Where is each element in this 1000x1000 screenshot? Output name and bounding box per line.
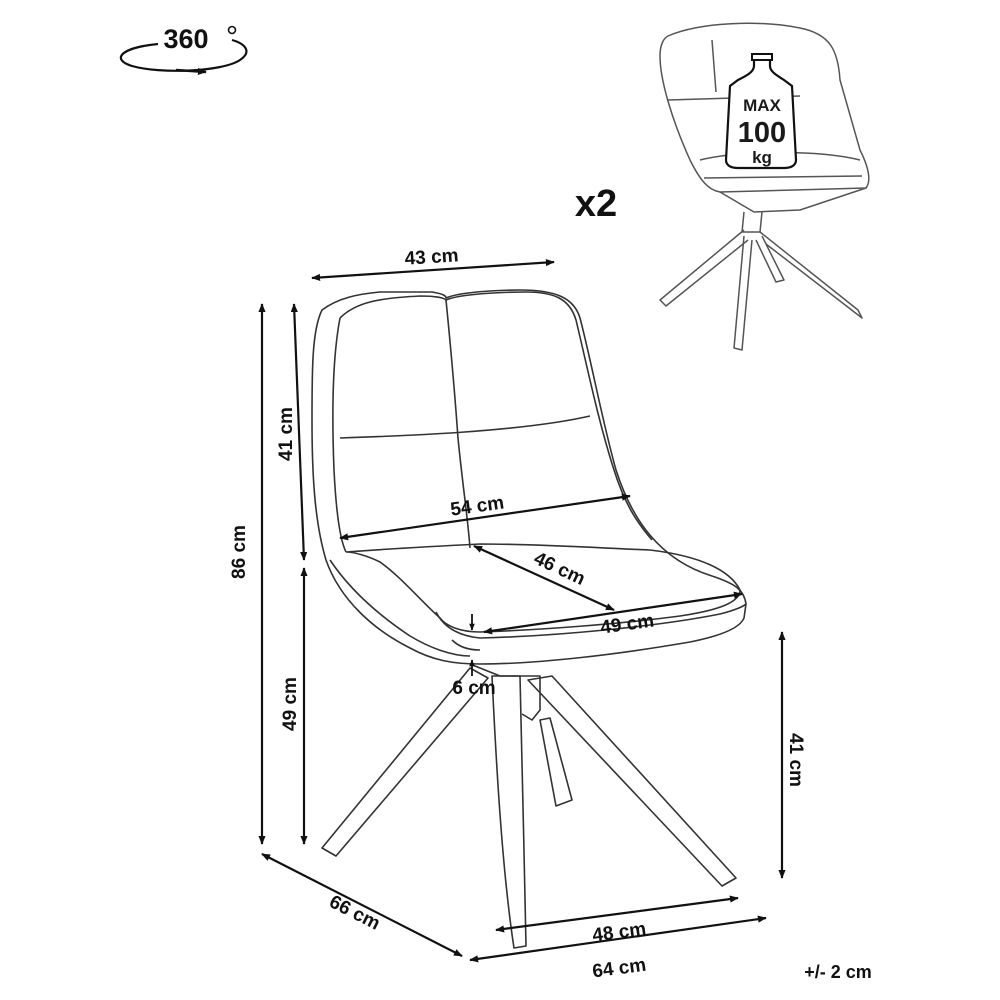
seat-height-label: 49 cm [280,677,301,731]
seat-depth-label: 46 cm [530,548,588,590]
max-load-line1: MAX [743,96,781,115]
dim-line-total-depth [261,853,463,957]
dim-line-seat-front-width [483,591,743,635]
right-leg [527,675,737,887]
rotation-label: 360 [163,24,208,54]
dim-line-back-width [311,258,555,282]
chair-back-panel [339,291,653,541]
tolerance-label: +/- 2 cm [804,962,872,982]
base-width-label: 48 cm [591,919,647,947]
cushion-thickness-label: 6 cm [452,678,495,699]
chair-back-shell [311,289,747,665]
total-depth-label: 66 cm [326,892,384,935]
dimension-lines [258,258,786,963]
quantity-label: x2 [575,183,617,225]
rotation-icon [119,25,248,76]
back-leg [539,717,573,807]
back-width-label: 43 cm [404,245,459,270]
total-width-label: 64 cm [591,955,647,983]
base-height-label: 41 cm [785,733,806,787]
degree-symbol [227,25,237,35]
back-height-label: 41 cm [276,407,297,461]
max-load-line2: 100 [738,117,786,149]
weight-icon [724,53,798,170]
front-leg [491,675,527,949]
dim-line-seat-width [339,493,631,541]
dim-line-back-height [290,303,308,561]
main-chair-drawing [311,289,747,949]
dim-line-total-width [469,915,767,963]
max-load-line3: kg [752,148,772,167]
total-height-label: 86 cm [229,525,250,579]
back-seam-horizontal [339,415,591,439]
seat-width-label: 54 cm [449,492,505,520]
